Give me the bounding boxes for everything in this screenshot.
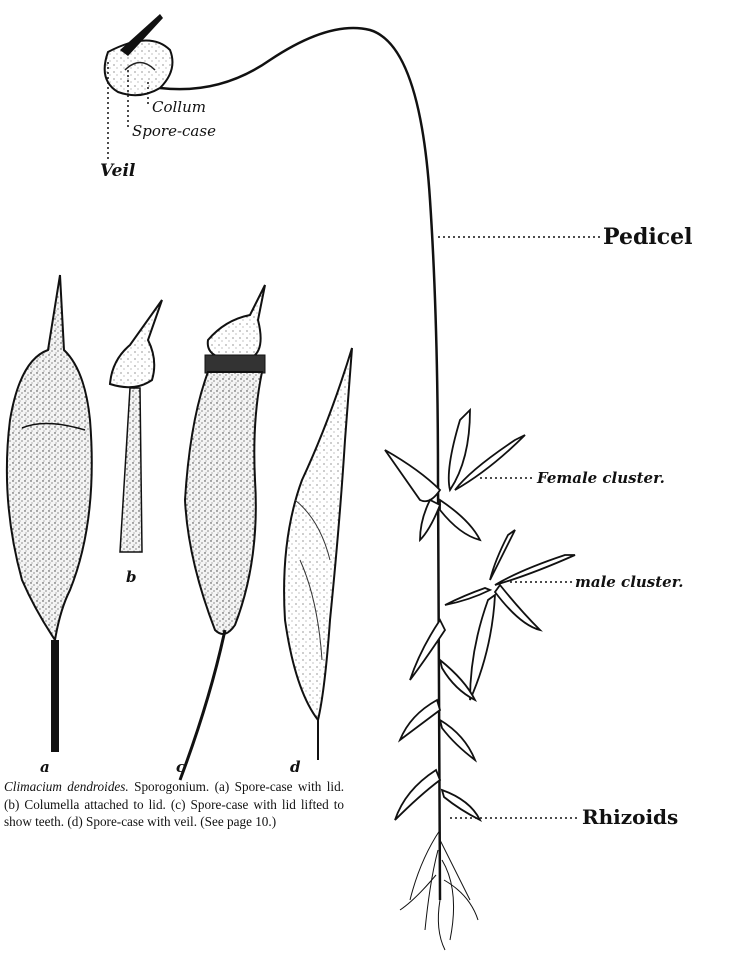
figure-caption: Climacium dendroides. Sporogonium. (a) S… (4, 778, 344, 831)
rhizoids-label: Rhizoids (582, 805, 678, 829)
collum-label: Collum (152, 98, 206, 116)
capsule-a (7, 275, 92, 752)
spore-case-label: Spore-case (132, 122, 216, 140)
pedicel-label: Pedicel (603, 224, 692, 250)
capsule-d (284, 348, 352, 760)
letter-b: b (126, 568, 137, 586)
capsule-b (110, 300, 162, 552)
female-cluster-label: Female cluster. (536, 469, 665, 487)
male-cluster-label: male cluster. (575, 573, 683, 591)
capsule-c (180, 285, 265, 780)
veil-label: Veil (100, 161, 136, 181)
letter-c: c (176, 758, 185, 776)
letter-a: a (40, 758, 50, 776)
top-capsule (105, 14, 173, 95)
letter-d: d (290, 758, 301, 776)
caption-species: Climacium dendroides. (4, 779, 129, 794)
